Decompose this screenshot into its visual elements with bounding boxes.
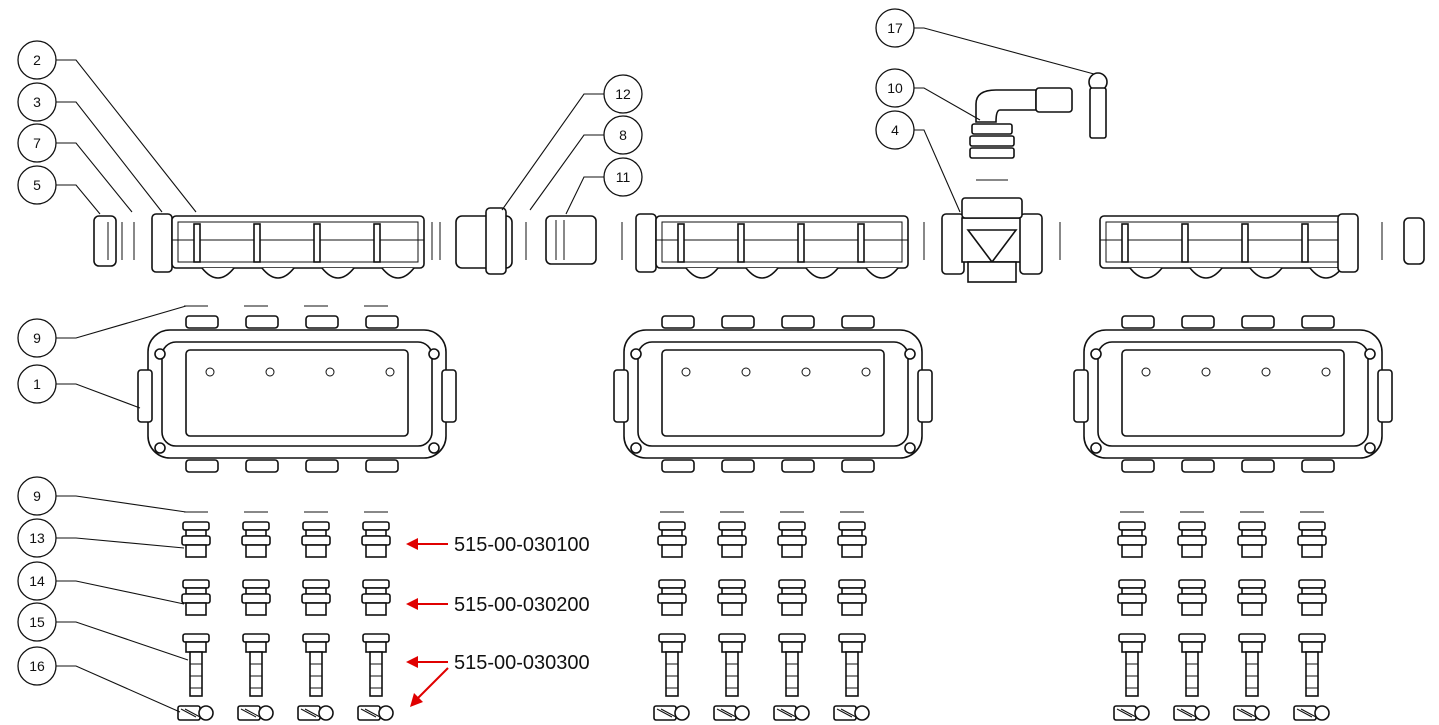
- balloon-13: 13: [17, 518, 57, 558]
- balloon-8: 8: [603, 115, 643, 155]
- svg-text:9: 9: [33, 330, 41, 346]
- part-number-030100: 515-00-030100: [454, 534, 590, 556]
- clips-row-16: [177, 705, 1330, 721]
- svg-text:4: 4: [891, 122, 899, 138]
- fittings-row-14: [181, 579, 1327, 616]
- balloon-5: 5: [17, 165, 57, 205]
- balloon-16: 16: [17, 646, 57, 686]
- svg-text:15: 15: [29, 614, 45, 630]
- svg-text:3: 3: [33, 94, 41, 110]
- elbow-fitting: [969, 87, 1073, 181]
- manifold-segment-3: [1099, 215, 1353, 279]
- end-cap-left: [93, 215, 135, 267]
- manifold-rail: [93, 197, 1425, 283]
- svg-text:12: 12: [615, 86, 631, 102]
- balloon-1: 1: [17, 364, 57, 404]
- enclosure-right: [1073, 315, 1393, 473]
- balloon-11: 11: [603, 157, 643, 197]
- svg-text:17: 17: [887, 20, 903, 36]
- clamp-left: [151, 213, 173, 273]
- svg-text:1: 1: [33, 376, 41, 392]
- balloon-10: 10: [875, 68, 915, 108]
- coupler: [545, 215, 597, 265]
- balloon-7: 7: [17, 123, 57, 163]
- part-number-callouts: 515-00-030100 515-00-030200 515-00-03030…: [406, 534, 590, 707]
- part-number-030300: 515-00-030300: [454, 652, 590, 674]
- svg-text:16: 16: [29, 658, 45, 674]
- spring-clip-top: [1088, 72, 1108, 139]
- balloon-3: 3: [17, 82, 57, 122]
- svg-text:11: 11: [616, 169, 631, 185]
- svg-text:2: 2: [33, 52, 41, 68]
- manifold-segment-2: [655, 215, 909, 279]
- end-cap-right: [1403, 217, 1425, 265]
- svg-text:10: 10: [887, 80, 903, 96]
- svg-text:5: 5: [33, 177, 41, 193]
- o-rings: [184, 305, 1324, 513]
- balloon-9-bottom: 9: [17, 476, 57, 516]
- balloon-4: 4: [875, 110, 915, 150]
- enclosure-left: [137, 315, 457, 473]
- balloon-12: 12: [603, 74, 643, 114]
- svg-text:14: 14: [29, 573, 45, 589]
- svg-text:13: 13: [29, 530, 45, 546]
- part-number-030200: 515-00-030200: [454, 594, 590, 616]
- tee-fitting: [941, 197, 1043, 283]
- balloon-2: 2: [17, 40, 57, 80]
- svg-text:7: 7: [33, 135, 41, 151]
- balloon-15: 15: [17, 602, 57, 642]
- leader-lines: [56, 27, 1095, 713]
- clamp-center: [455, 207, 513, 275]
- enclosure-middle: [613, 315, 933, 473]
- svg-text:8: 8: [619, 127, 627, 143]
- svg-text:9: 9: [33, 488, 41, 504]
- balloon-9-top: 9: [17, 318, 57, 358]
- manifold-segment-1: [171, 215, 425, 279]
- balloon-17: 17: [875, 8, 915, 48]
- balloon-14: 14: [17, 561, 57, 601]
- fittings-row-15: [182, 633, 1326, 697]
- fittings-row-13: [181, 521, 1327, 558]
